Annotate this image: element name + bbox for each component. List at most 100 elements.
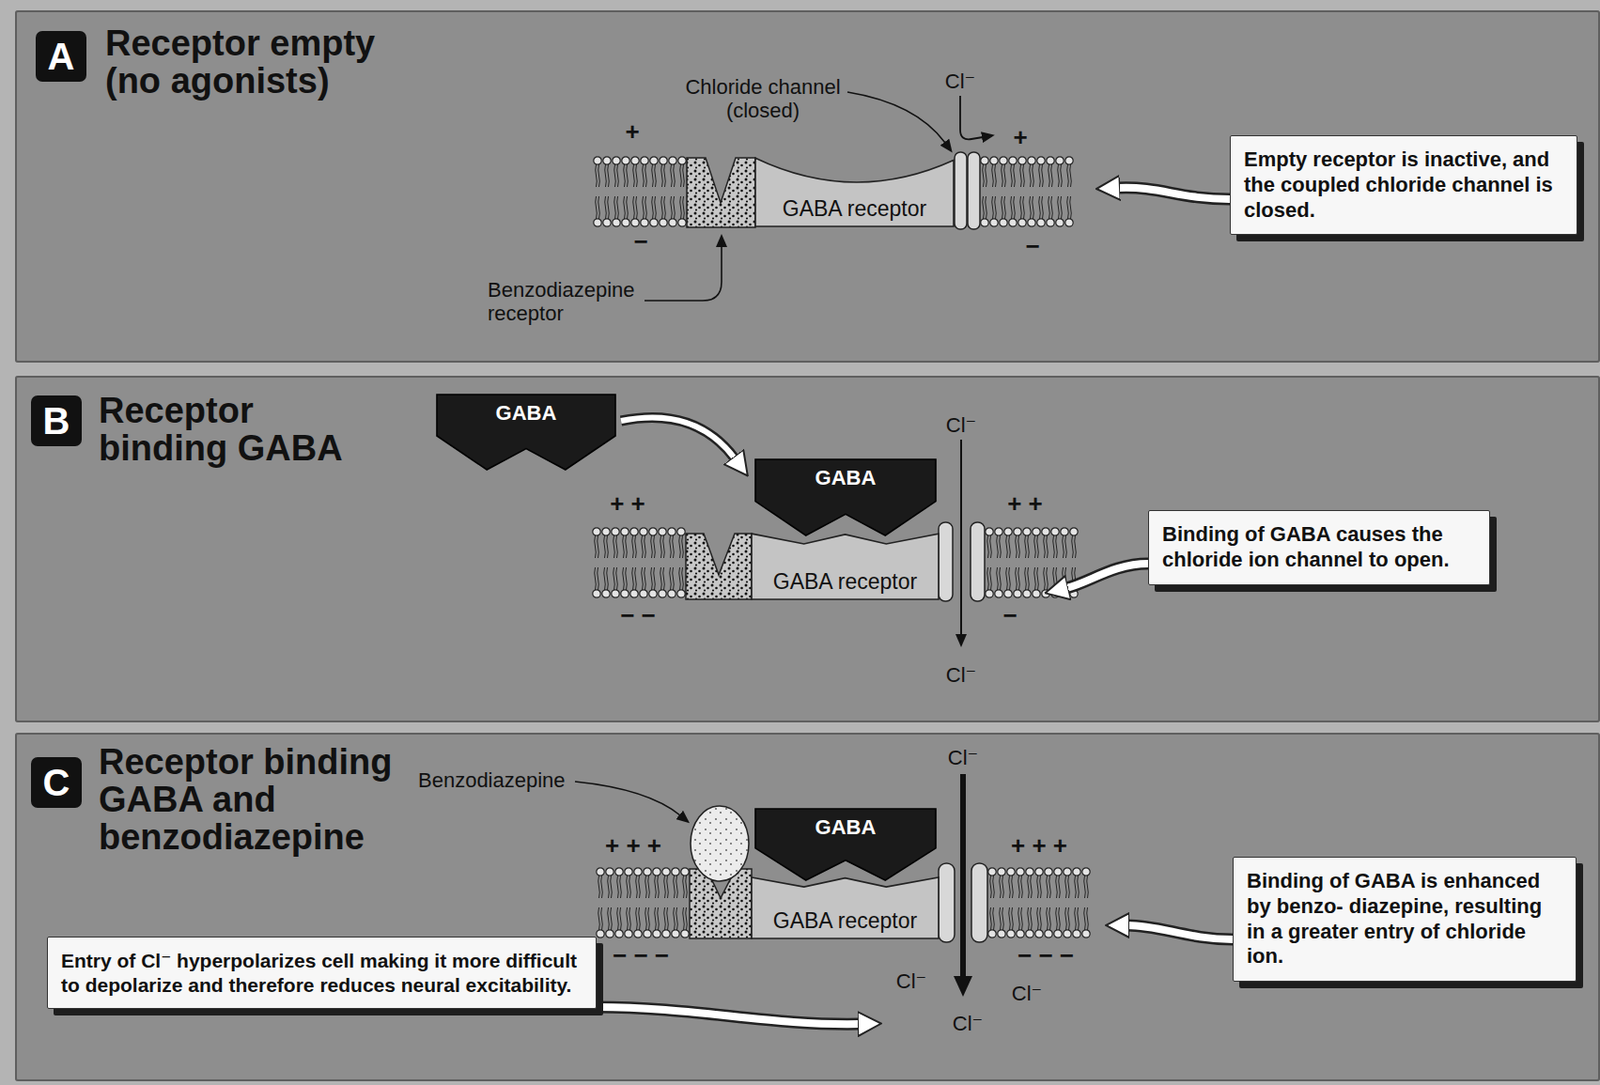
receptor-shape: [755, 157, 954, 227]
panel-letter: C: [43, 763, 71, 802]
molecule-name: GABA: [496, 402, 558, 425]
label-anchor: Cl⁻: [945, 69, 976, 94]
callout-text: Empty receptor is inactive, and the coup…: [1243, 147, 1564, 223]
charge-sign: + + +: [605, 832, 662, 861]
charge-sign: −: [1002, 602, 1017, 631]
label-anchor: Cl⁻: [946, 413, 977, 437]
charge-sign: + +: [1007, 490, 1043, 519]
label-anchor: Benzodiazepine receptor: [487, 278, 653, 327]
callout-arrow: [596, 1007, 860, 1025]
label-anchor: + + +: [605, 832, 662, 861]
panel-letter-badge: B: [31, 395, 82, 447]
panel-letter: A: [47, 37, 76, 76]
channel-wall: [971, 863, 988, 943]
gaba-receptor: GABA receptor: [751, 875, 939, 939]
panel-band: Receptor binding GABA and benzodiazepine…: [15, 732, 1600, 1082]
charge-sign: − −: [620, 602, 656, 631]
channel-wall: [954, 152, 967, 230]
gaba-receptor: GABA receptor: [755, 155, 954, 227]
callout-arrow: [1118, 187, 1230, 200]
molecule-shape: [436, 394, 616, 470]
callout-box: Binding of GABA causes the chloride ion …: [1148, 510, 1491, 586]
chloride-blocked-arrow: [960, 95, 983, 140]
molecule-name: GABA: [815, 816, 877, 839]
label-anchor: − −: [620, 602, 656, 631]
membrane: [984, 527, 1079, 599]
benzodiazepine-site: [689, 869, 752, 939]
label-anchor: Cl⁻: [952, 1011, 983, 1036]
charge-sign: + +: [609, 490, 646, 519]
receptor-name: GABA receptor: [773, 909, 917, 933]
label-anchor: +: [1012, 124, 1027, 153]
label-anchor: − − −: [612, 942, 669, 971]
part-label: Cl⁻: [946, 413, 977, 437]
molecule-shape: [755, 808, 936, 881]
part-label: Cl⁻: [946, 663, 977, 687]
membrane: [591, 527, 686, 599]
charge-sign: −: [633, 228, 648, 257]
channel-wall: [970, 522, 985, 602]
charge-sign: +: [1012, 124, 1027, 153]
part-label: Benzodiazepine: [418, 768, 566, 793]
part-label: Chloride channel (closed): [668, 75, 857, 124]
label-anchor: Cl⁻: [1011, 981, 1042, 1006]
binding-arrow: [621, 417, 735, 459]
callout-box: Binding of GABA is enhanced by benzo- di…: [1232, 856, 1577, 982]
callout-arrow: [1127, 925, 1233, 940]
part-label: Benzodiazepine receptor: [487, 278, 653, 327]
callout-box: Empty receptor is inactive, and the coup…: [1229, 135, 1578, 235]
receptor-shape: [751, 533, 939, 600]
benzodiazepine-molecule: [690, 806, 749, 882]
part-label: Cl⁻: [1011, 981, 1042, 1006]
callout-arrow: [1066, 563, 1149, 589]
gaba-molecule: GABA: [436, 394, 616, 470]
label-anchor: −: [1002, 602, 1017, 631]
label-anchor: +: [624, 118, 639, 147]
channel-wall: [967, 152, 980, 230]
label-anchor: Cl⁻: [896, 969, 927, 994]
membrane: [979, 155, 1074, 228]
callout-box: Entry of Cl⁻ hyperpolarizes cell making …: [46, 936, 597, 1010]
benzodiazepine-site: [686, 157, 756, 228]
molecule-name: GABA: [815, 466, 877, 490]
callout-text: Binding of GABA causes the chloride ion …: [1162, 522, 1476, 574]
callout-arrow: [596, 1007, 860, 1025]
membrane: [987, 867, 1091, 939]
label-anchor: Cl⁻: [947, 745, 979, 770]
part-label: Cl⁻: [896, 969, 927, 994]
part-label: Cl⁻: [945, 69, 976, 94]
part-label: Cl⁻: [952, 1011, 983, 1036]
panel-letter-badge: A: [35, 31, 87, 82]
panel-band: Receptor empty (no agonists) A GABA recept…: [15, 10, 1600, 363]
receptor-name: GABA receptor: [773, 570, 917, 594]
arrow-outline: [621, 417, 735, 459]
receptor-name: GABA receptor: [782, 197, 927, 221]
charge-sign: +: [624, 118, 639, 147]
gaba-receptor: GABA receptor: [751, 531, 939, 600]
panel-heading: Receptor binding GABA: [98, 392, 367, 468]
chloride-flow-arrow: [960, 439, 963, 636]
part-label: Cl⁻: [947, 745, 979, 770]
label-anchor: + +: [609, 490, 646, 519]
gaba-molecule: GABA: [755, 808, 936, 881]
callout-arrow: [1127, 925, 1233, 940]
charge-sign: − − −: [612, 942, 669, 971]
label-anchor: Benzodiazepine: [418, 768, 566, 793]
callout-arrow: [1118, 187, 1230, 200]
panel-heading: Receptor empty (no agonists): [105, 25, 388, 101]
label-anchor: − − −: [1017, 942, 1074, 971]
callout-text: Binding of GABA is enhanced by benzo- di…: [1246, 869, 1563, 970]
panel-letter-badge: C: [31, 757, 82, 808]
chloride-flow-arrow: [960, 774, 966, 978]
charge-sign: −: [1025, 233, 1040, 262]
callout-arrow: [1066, 563, 1149, 589]
benzodiazepine-site: [685, 533, 752, 600]
channel-wall: [938, 522, 953, 602]
label-anchor: −: [1025, 233, 1040, 262]
charge-sign: + + +: [1010, 832, 1068, 861]
leader-line: [644, 246, 722, 301]
charge-sign: − − −: [1017, 942, 1074, 971]
leader-line: [847, 92, 946, 143]
panel-band: Receptor binding GABA B GABA GABA GABA recep…: [15, 375, 1600, 723]
label-anchor: + +: [1007, 490, 1043, 519]
